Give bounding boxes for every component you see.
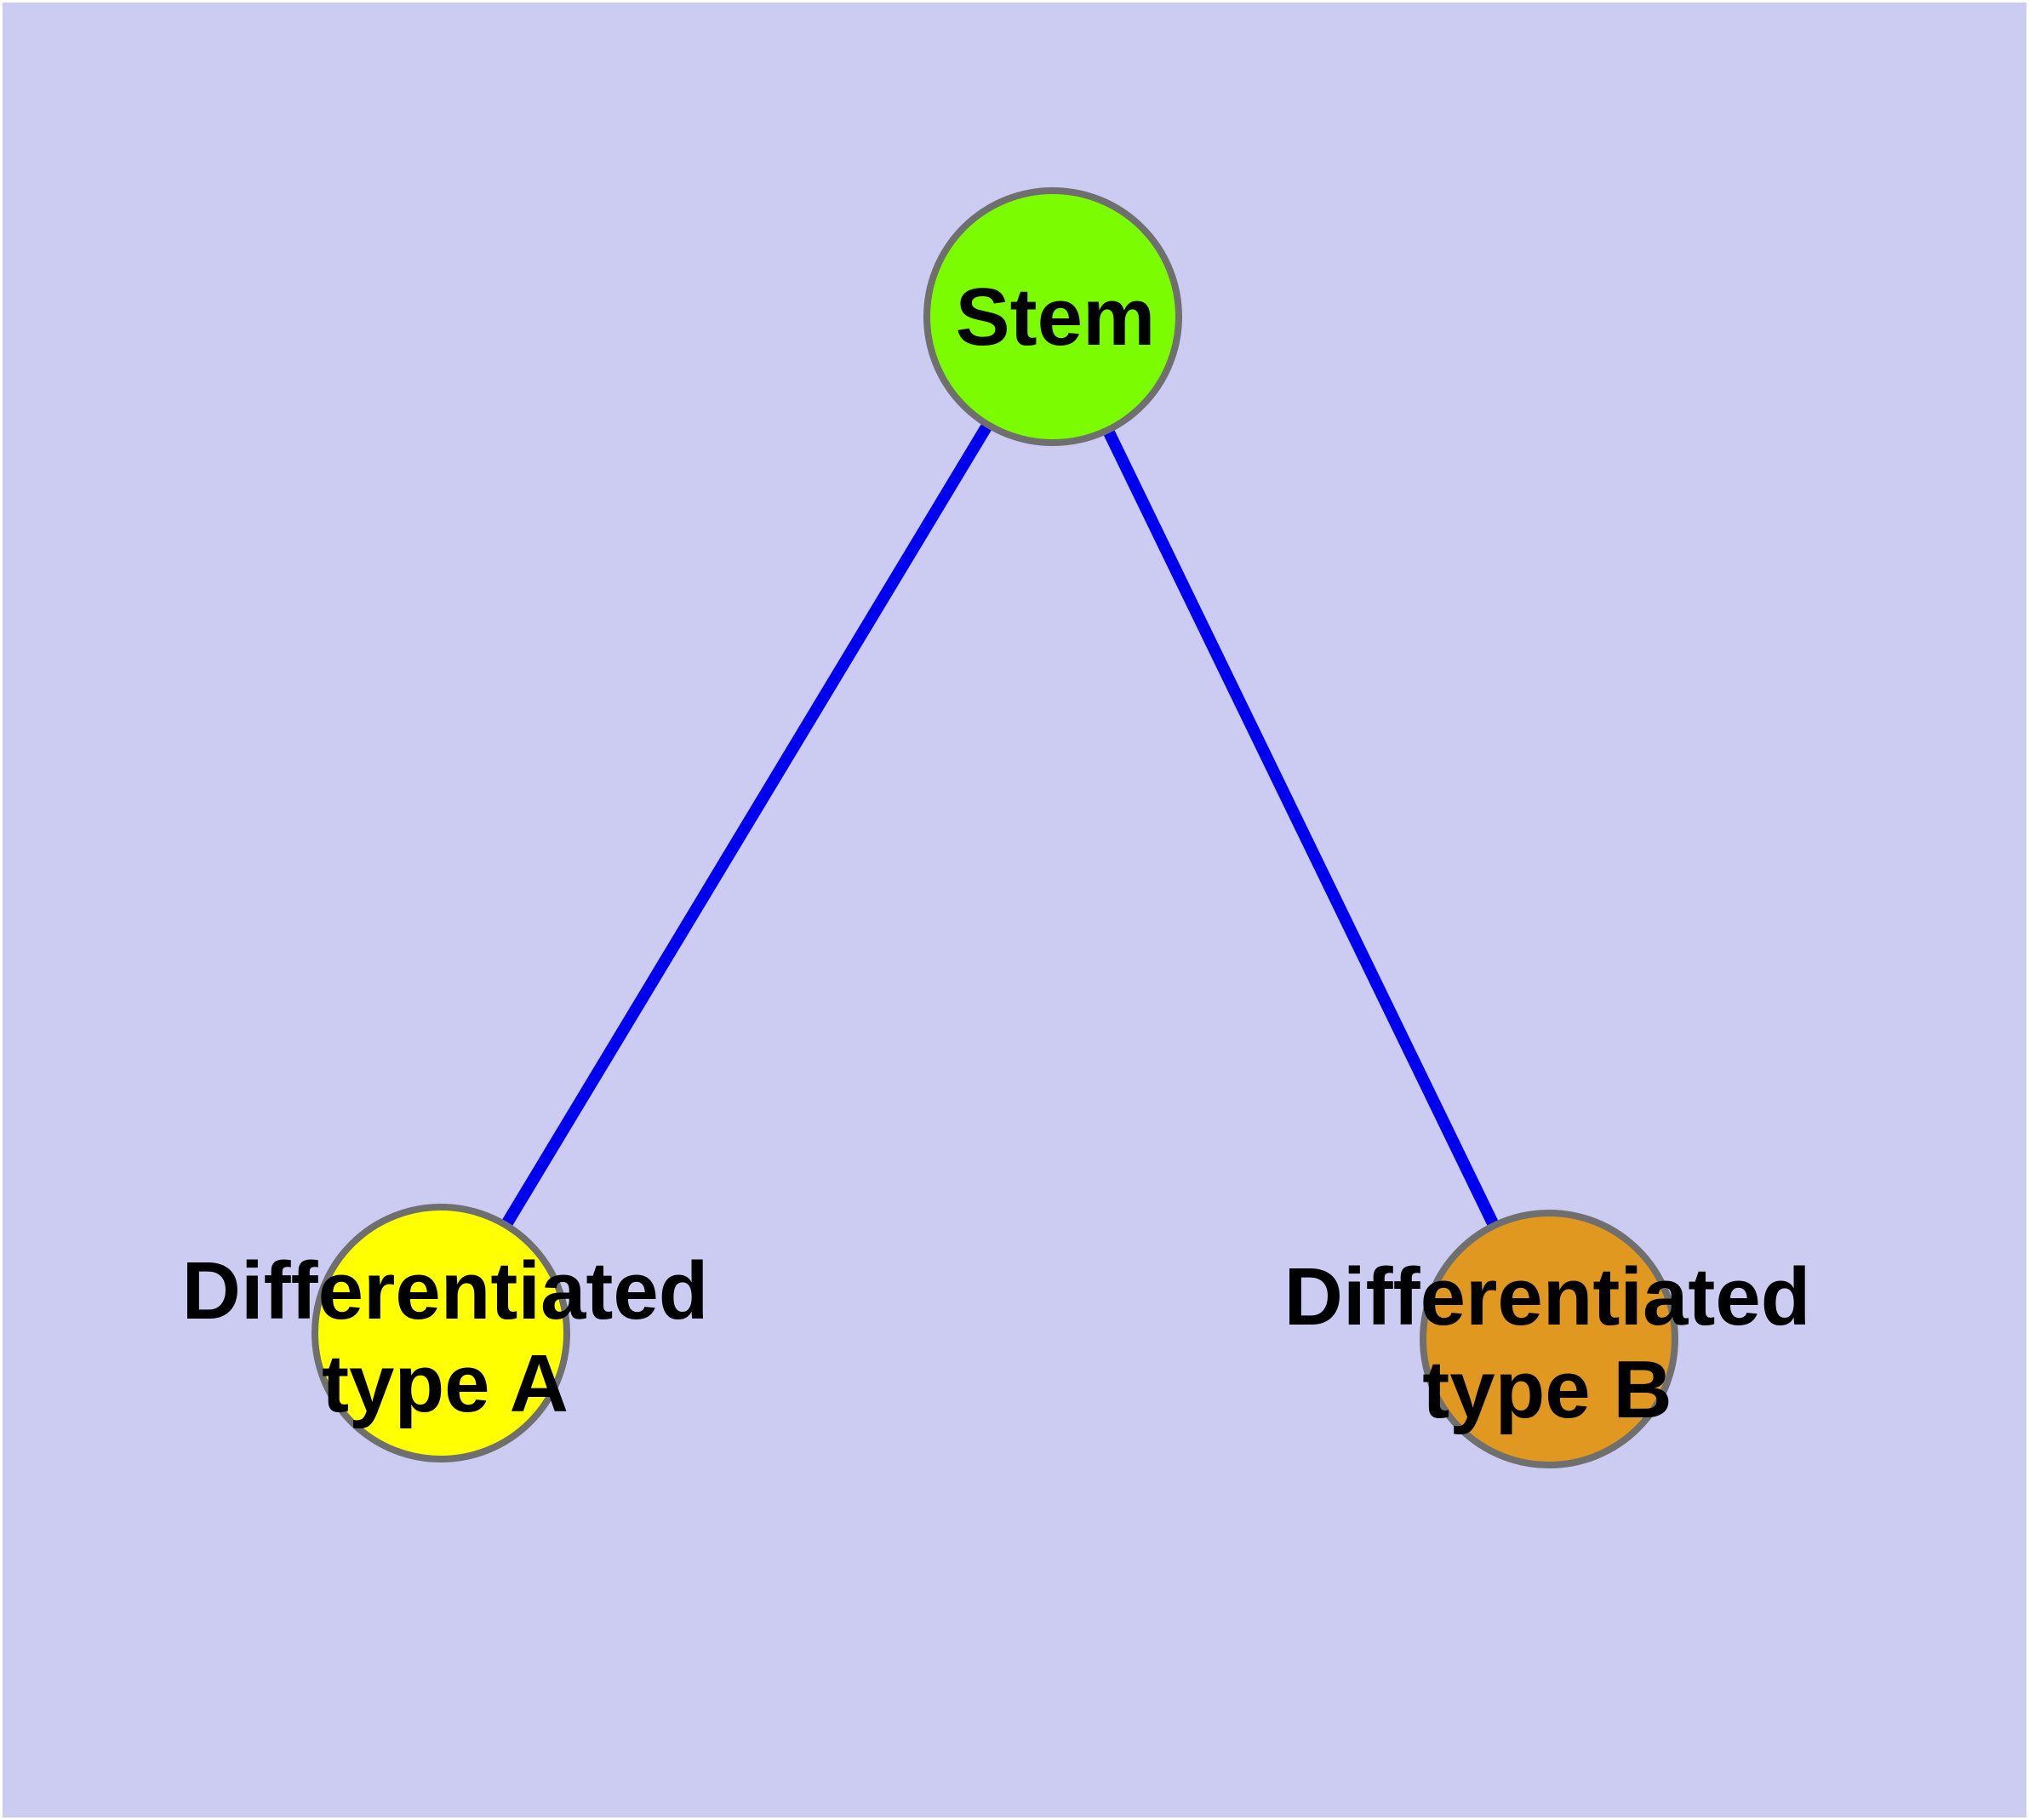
node-stem-label: Stem (956, 272, 1156, 363)
node-type-b-label-line2: type B (1422, 1344, 1672, 1435)
node-type-b-label-line1: Differentiated (1284, 1251, 1811, 1342)
node-differentiated-type-a (311, 1204, 570, 1462)
node-type-a-label-line2: type A (322, 1338, 569, 1429)
node-stem (923, 187, 1182, 446)
edge-stem-to-type-a (436, 313, 1058, 1336)
node-type-a-label-line1: Differentiated (182, 1245, 709, 1336)
edge-stem-to-type-b (1047, 313, 1555, 1342)
node-differentiated-type-b (1420, 1210, 1678, 1468)
